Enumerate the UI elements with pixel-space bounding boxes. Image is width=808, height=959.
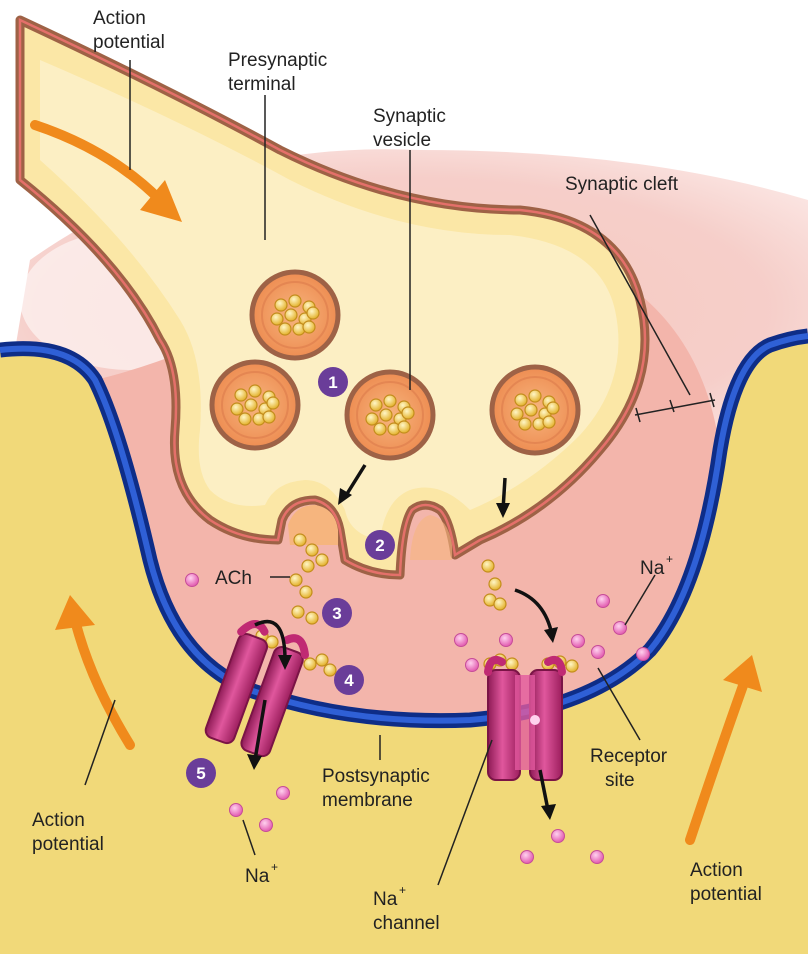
ach-molecule — [289, 295, 301, 307]
step-2: 2 — [365, 530, 395, 560]
ach-molecule — [239, 413, 251, 425]
svg-text:potential: potential — [690, 884, 762, 905]
svg-text:Na: Na — [245, 866, 270, 887]
label-synaptic-vesicle: Synaptic vesicle — [373, 106, 446, 151]
svg-text:Action: Action — [690, 860, 743, 881]
ach-molecule — [279, 323, 291, 335]
sodium-ion — [614, 622, 627, 635]
ach-molecule — [366, 413, 378, 425]
ach-molecule — [482, 560, 494, 572]
ach-molecule — [285, 309, 297, 321]
svg-text:Receptor: Receptor — [590, 746, 668, 767]
ach-molecule — [515, 394, 527, 406]
ach-molecule — [324, 664, 336, 676]
sodium-ion — [455, 634, 468, 647]
label-action-potential-top: Action potential — [93, 8, 165, 53]
svg-text:1: 1 — [328, 373, 337, 392]
svg-text:Postsynaptic: Postsynaptic — [322, 766, 430, 787]
sodium-ion — [572, 635, 585, 648]
ach-molecule — [566, 660, 578, 672]
sodium-ion — [552, 830, 565, 843]
svg-text:Na: Na — [640, 558, 665, 579]
sodium-ion — [260, 819, 273, 832]
svg-text:4: 4 — [344, 671, 354, 690]
svg-text:+: + — [399, 883, 406, 897]
ach-molecule — [525, 404, 537, 416]
ach-molecule — [547, 402, 559, 414]
ach-molecule — [384, 395, 396, 407]
ach-molecule — [245, 399, 257, 411]
ach-molecule — [316, 654, 328, 666]
svg-text:terminal: terminal — [228, 74, 296, 95]
label-ach: ACh — [215, 568, 252, 589]
sodium-ion — [637, 648, 650, 661]
ach-molecule — [300, 586, 312, 598]
svg-text:2: 2 — [375, 536, 384, 555]
ach-molecule — [231, 403, 243, 415]
sodium-ion — [186, 574, 199, 587]
ach-molecule — [306, 544, 318, 556]
ach-molecule — [506, 658, 518, 670]
ach-molecule — [249, 385, 261, 397]
sodium-ion — [597, 595, 610, 608]
ach-molecule — [380, 409, 392, 421]
ach-molecule — [303, 321, 315, 333]
ach-molecule — [290, 574, 302, 586]
sodium-ion — [277, 787, 290, 800]
svg-text:site: site — [605, 770, 635, 791]
ach-molecule — [511, 408, 523, 420]
ach-molecule — [529, 390, 541, 402]
step-4: 4 — [334, 665, 364, 695]
ach-molecule — [519, 418, 531, 430]
svg-text:channel: channel — [373, 913, 440, 934]
ach-molecule — [306, 612, 318, 624]
svg-text:membrane: membrane — [322, 790, 413, 811]
svg-text:potential: potential — [93, 32, 165, 53]
ach-molecule — [263, 411, 275, 423]
sodium-ion — [466, 659, 479, 672]
ach-molecule — [489, 578, 501, 590]
svg-text:+: + — [666, 552, 673, 566]
svg-text:potential: potential — [32, 834, 104, 855]
sodium-ion — [591, 851, 604, 864]
label-synaptic-cleft: Synaptic cleft — [565, 174, 679, 195]
ach-molecule — [294, 534, 306, 546]
svg-text:Action: Action — [32, 810, 85, 831]
svg-text:3: 3 — [332, 604, 341, 623]
label-presynaptic-terminal: Presynaptic terminal — [228, 50, 327, 95]
ach-molecule — [307, 307, 319, 319]
ach-molecule — [402, 407, 414, 419]
ach-molecule — [370, 399, 382, 411]
svg-text:+: + — [271, 860, 278, 874]
ach-molecule — [304, 658, 316, 670]
ach-molecule — [374, 423, 386, 435]
ach-molecule — [275, 299, 287, 311]
ach-molecule — [398, 421, 410, 433]
sodium-channel-right — [488, 660, 562, 780]
ach-molecule — [543, 416, 555, 428]
ach-molecule — [271, 313, 283, 325]
step-5: 5 — [186, 758, 216, 788]
step-3: 3 — [322, 598, 352, 628]
ach-molecule — [292, 606, 304, 618]
ach-molecule — [267, 397, 279, 409]
svg-text:Action: Action — [93, 8, 146, 29]
svg-text:Presynaptic: Presynaptic — [228, 50, 327, 71]
svg-text:5: 5 — [196, 764, 205, 783]
ach-molecule — [494, 598, 506, 610]
svg-text:Na: Na — [373, 889, 398, 910]
sodium-ion — [230, 804, 243, 817]
sodium-ion — [592, 646, 605, 659]
sodium-ion — [500, 634, 513, 647]
svg-text:vesicle: vesicle — [373, 130, 431, 151]
ach-molecule — [302, 560, 314, 572]
ach-molecule — [235, 389, 247, 401]
svg-text:Synaptic: Synaptic — [373, 106, 446, 127]
step-1: 1 — [318, 367, 348, 397]
sodium-ion — [521, 851, 534, 864]
ach-molecule — [316, 554, 328, 566]
